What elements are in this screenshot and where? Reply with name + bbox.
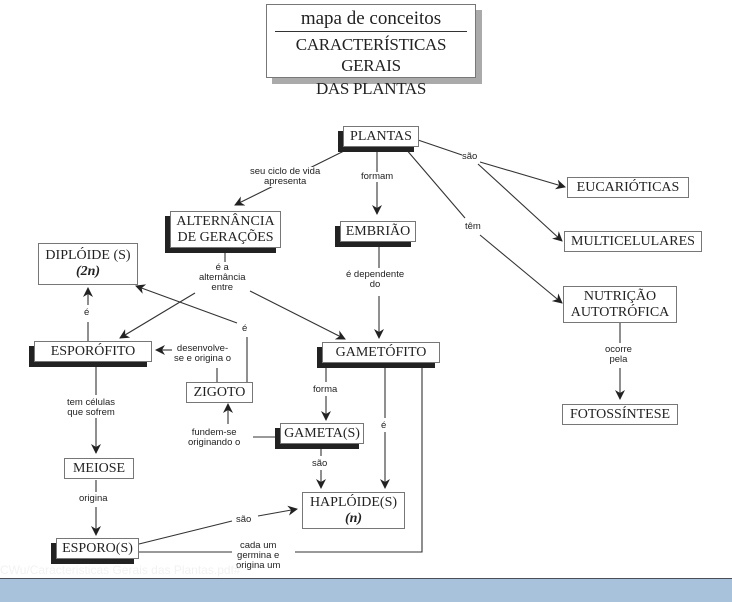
pdf-filename-ghost: CWu/Caracteristicas Gerais das Plantas.p… bbox=[0, 563, 241, 577]
title-line-1: CARACTERÍSTICAS GERAIS bbox=[295, 35, 447, 75]
label-e-a-2: alternância bbox=[199, 272, 246, 283]
node-gametas: GAMETA(S) bbox=[280, 423, 364, 444]
label-fundem-1: fundem-se bbox=[191, 427, 237, 438]
title-line-2: DAS PLANTAS bbox=[315, 79, 427, 98]
status-divider bbox=[0, 578, 732, 579]
node-multicelulares: MULTICELULARES bbox=[564, 231, 702, 252]
node-esporos-label: ESPORO(S) bbox=[62, 540, 133, 556]
label-sao-esporos: são bbox=[236, 514, 252, 525]
node-haploide: HAPLÓIDE(S) (n) bbox=[302, 492, 405, 529]
label-e-zigoto-diploide: é bbox=[242, 323, 248, 334]
node-meiose: MEIOSE bbox=[64, 458, 134, 479]
node-nutricao-label-2: AUTOTRÓFICA bbox=[570, 304, 670, 320]
node-esporofito: ESPORÓFITO bbox=[34, 341, 152, 362]
link-cada-gametofito bbox=[295, 343, 427, 553]
label-sao-top: são bbox=[462, 151, 478, 162]
node-gametas-label: GAMETA(S) bbox=[284, 425, 360, 441]
node-embriao: EMBRIÃO bbox=[340, 221, 416, 242]
node-alternancia-de-geracoes: ALTERNÂNCIA DE GERAÇÕES bbox=[170, 211, 281, 248]
node-gametofito: GAMETÓFITO bbox=[322, 342, 440, 363]
node-alternancia-label-1: ALTERNÂNCIA bbox=[176, 213, 275, 229]
label-tem-celulas-1: tem células bbox=[67, 397, 116, 408]
link-ea-gametofito bbox=[249, 290, 346, 340]
label-tem-celulas-2: que sofrem bbox=[67, 407, 115, 418]
label-sao-gametas: são bbox=[312, 458, 328, 469]
label-origina: origina bbox=[79, 493, 108, 504]
node-plantas: PLANTAS bbox=[343, 126, 419, 147]
label-seu-ciclo: seu ciclo de vida apresenta bbox=[250, 166, 321, 187]
link-ea-esporofito bbox=[119, 292, 196, 339]
node-haploide-label-2: (n) bbox=[344, 510, 363, 526]
label-e-a-alternancia-entre: é a alternância entre bbox=[199, 262, 246, 293]
label-desenvolve-1: desenvolve- bbox=[176, 343, 229, 354]
link-e-diploide-2 bbox=[135, 284, 238, 324]
title-box: mapa de conceitos CARACTERÍSTICAS GERAIS… bbox=[266, 4, 476, 98]
node-diploide-label-1: DIPLÓIDE (S) bbox=[45, 248, 131, 263]
label-e-esporofito-diploide: é bbox=[84, 307, 90, 318]
label-e-a-3: entre bbox=[211, 282, 234, 293]
label-fundem-se: fundem-se originando o bbox=[188, 427, 241, 448]
label-formam: formam bbox=[361, 171, 394, 182]
label-e-a-1: é a bbox=[215, 262, 229, 273]
node-diploide: DIPLÓIDE (S) (2n) bbox=[38, 243, 138, 285]
label-dependente-1: é dependente bbox=[346, 269, 405, 280]
node-nutricao-autotrofica: NUTRIÇÃO AUTOTRÓFICA bbox=[563, 286, 677, 323]
link-plantas-sao bbox=[417, 139, 463, 156]
label-desenvolve-2: se e origina o bbox=[174, 353, 232, 364]
link-esporos-sao bbox=[138, 520, 233, 545]
link-sao-multicelulares bbox=[477, 163, 563, 242]
node-meiose-label: MEIOSE bbox=[72, 460, 126, 476]
label-dependente-2: do bbox=[369, 279, 381, 290]
node-plantas-label: PLANTAS bbox=[350, 128, 412, 144]
link-plantas-tem bbox=[404, 147, 466, 219]
node-alternancia-label-2: DE GERAÇÕES bbox=[177, 229, 274, 245]
link-sao-haploide bbox=[257, 505, 298, 517]
label-seu-ciclo-2: apresenta bbox=[263, 176, 307, 187]
node-haploide-label-1: HAPLÓIDE(S) bbox=[309, 494, 398, 510]
label-cada-3: origina um bbox=[236, 560, 281, 571]
label-tem: têm bbox=[465, 221, 481, 232]
label-tem-celulas: tem células que sofrem bbox=[67, 397, 116, 418]
node-esporofito-label: ESPORÓFITO bbox=[50, 343, 136, 359]
label-fundem-2: originando o bbox=[188, 437, 241, 448]
node-esporos: ESPORO(S) bbox=[56, 538, 139, 559]
node-diploide-label-2: (2n) bbox=[75, 264, 101, 279]
node-gametofito-label: GAMETÓFITO bbox=[335, 344, 427, 360]
label-cada-um-germina: cada um germina e origina um bbox=[236, 540, 281, 571]
label-desenvolve-se: desenvolve- se e origina o bbox=[174, 343, 232, 364]
node-fotossintese-label: FOTOSSÍNTESE bbox=[569, 406, 671, 422]
label-forma: forma bbox=[313, 384, 338, 395]
link-tem-nutricao bbox=[479, 234, 563, 304]
label-e-dependente-do: é dependente do bbox=[346, 269, 405, 290]
label-cada-2: germina e bbox=[237, 550, 280, 561]
node-multicelulares-label: MULTICELULARES bbox=[571, 233, 695, 249]
label-cada-1: cada um bbox=[239, 540, 277, 551]
label-ocorre-1: ocorre bbox=[605, 344, 632, 355]
node-eucarioticas: EUCARIÓTICAS bbox=[567, 177, 689, 198]
link-sao-eucarioticas bbox=[479, 161, 566, 190]
node-zigoto-label: ZIGOTO bbox=[193, 384, 246, 400]
label-e-gametofito-haploide: é bbox=[381, 420, 387, 431]
label-seu-ciclo-1: seu ciclo de vida bbox=[250, 166, 321, 177]
label-ocorre-pela: ocorre pela bbox=[605, 345, 632, 365]
node-zigoto: ZIGOTO bbox=[186, 382, 253, 403]
node-eucarioticas-label: EUCARIÓTICAS bbox=[576, 179, 680, 195]
node-nutricao-label-1: NUTRIÇÃO bbox=[583, 288, 657, 304]
status-bar bbox=[0, 579, 732, 602]
node-fotossintese: FOTOSSÍNTESE bbox=[562, 404, 678, 425]
label-ocorre-2: pela bbox=[609, 354, 628, 365]
title-subtitle: mapa de conceitos bbox=[275, 9, 467, 32]
node-embriao-label: EMBRIÃO bbox=[345, 223, 411, 239]
